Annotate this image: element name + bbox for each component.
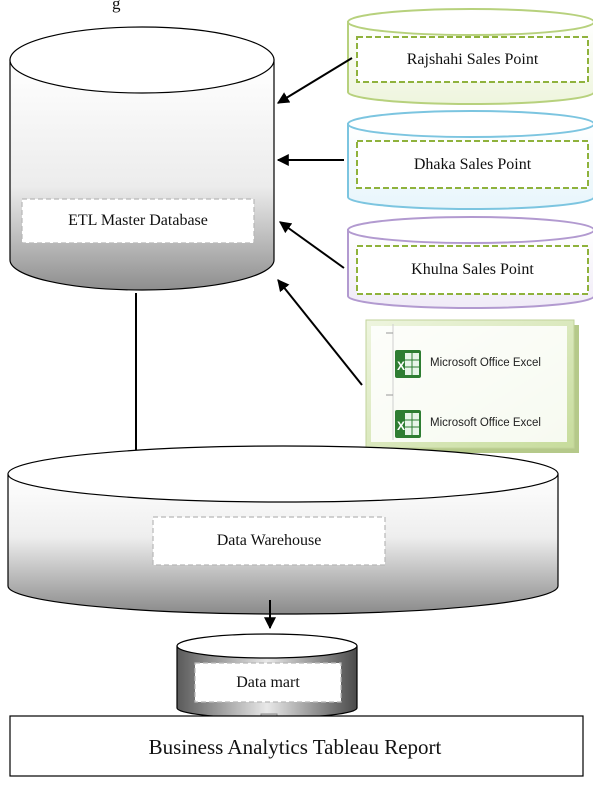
svg-text:X: X [397,359,405,373]
etl-master-database-label: ETL Master Database [68,212,208,229]
arrow-excel-to-etl [277,279,363,386]
dhaka-sales-point-cylinder [347,110,593,210]
business-analytics-report-label: Business Analytics Tableau Report [148,735,442,759]
top-caption: g [112,0,121,13]
dhaka-sales-point-label: Dhaka Sales Point [413,156,532,173]
excel-files-panel: X X [365,319,579,453]
khulna-sales-point-label: Khulna Sales Point [411,261,534,278]
arrow-khulna-to-etl [279,221,345,269]
report-box [9,715,584,777]
khulna-sales-point-cylinder [347,216,593,309]
excel-icon: X [395,410,421,438]
data-warehouse-cylinder [7,445,559,615]
data-mart-label: Data mart [236,674,300,691]
rajshahi-sales-point-label: Rajshahi Sales Point [406,51,539,68]
rajshahi-sales-point-cylinder [347,8,593,105]
svg-text:X: X [397,419,405,433]
data-warehouse-label: Data Warehouse [216,532,322,549]
excel-icon: X [395,350,421,378]
excel-file-label: Microsoft Office Excel [430,417,541,429]
data-mart-cylinder [176,633,358,719]
arrow-rajshahi-to-etl [276,57,353,104]
excel-file-label: Microsoft Office Excel [430,357,541,369]
etl-master-database-cylinder [9,26,275,291]
